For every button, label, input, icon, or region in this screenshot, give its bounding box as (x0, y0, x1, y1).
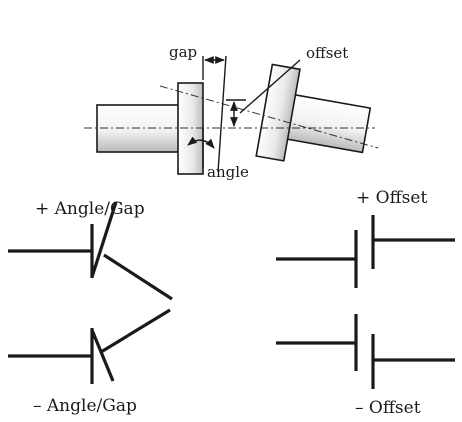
plus-offset-label: + Offset (356, 188, 427, 208)
minus-offset-label: – Offset (355, 398, 421, 418)
offset-label: offset (306, 44, 348, 62)
minus-angle-gap-label: – Angle/Gap (33, 396, 137, 416)
gap-label: gap (169, 43, 197, 61)
gap-dimension (202, 55, 227, 173)
plus-angle-gap-label: + Angle/Gap (35, 199, 145, 219)
right-shaft-assembly (255, 63, 372, 162)
minus-angle-gap-symbol (8, 308, 171, 384)
angle-label: angle (207, 163, 249, 181)
minus-offset-symbol (276, 314, 455, 389)
plus-angle-gap-symbol (8, 201, 173, 301)
right-coupling-hub (255, 63, 301, 162)
right-shaft (284, 93, 372, 154)
right-centerline (159, 85, 379, 149)
offset-dimension (226, 59, 301, 127)
plus-offset-symbol (276, 215, 455, 288)
angle-indicator (187, 128, 215, 168)
